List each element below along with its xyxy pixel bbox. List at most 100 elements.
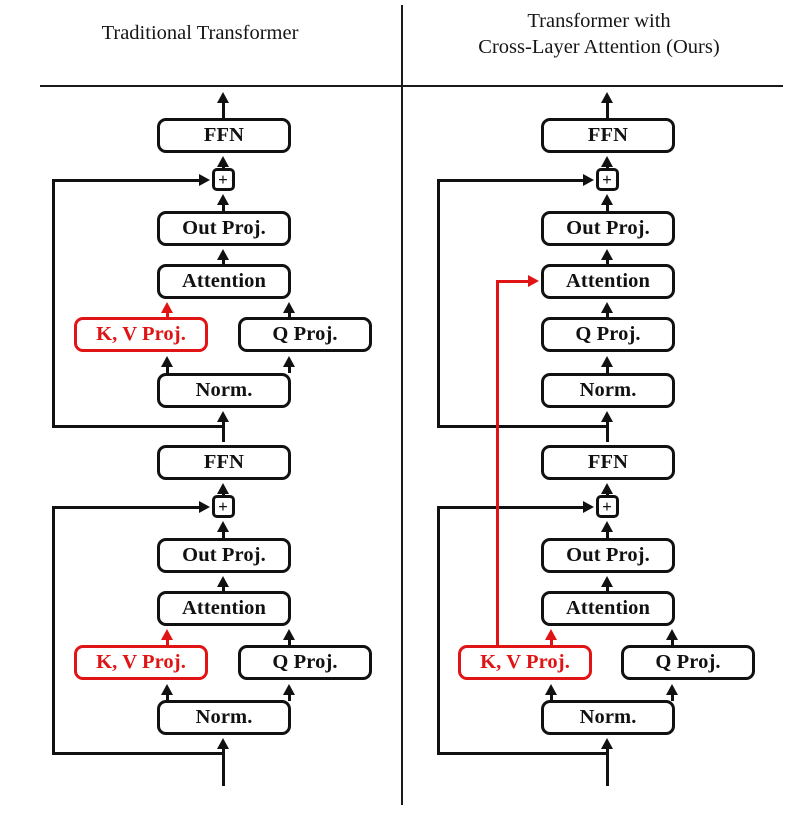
right-upper-out-proj-label: Out Proj. <box>566 217 650 239</box>
right-upper-q-proj-label: Q Proj. <box>575 323 641 345</box>
right-lower-attention-node: Attention <box>541 591 675 626</box>
left-upper-output-arrowhead <box>216 92 229 103</box>
left-lower-outproj-to-add-arrowhead <box>216 521 229 532</box>
left-upper-outproj-to-add-line <box>221 203 225 211</box>
right-lower-kv-to-attn-arrowhead <box>544 629 557 640</box>
left-lower-attention-label: Attention <box>181 597 267 619</box>
left-upper-add-to-ffn-arrowhead <box>216 156 229 167</box>
right-upper-out-proj-node: Out Proj. <box>541 211 675 246</box>
left-lower-norm-label: Norm. <box>195 706 253 728</box>
left-lower-qproj-to-attn-arrowhead <box>282 629 295 640</box>
left-header-rule <box>40 85 402 87</box>
left-upper-norm-label: Norm. <box>195 379 253 401</box>
right-lower-kv-proj-label: K, V Proj. <box>480 651 570 673</box>
left-upper-kv-proj-label: K, V Proj. <box>96 323 186 345</box>
right-lower-out-proj-node: Out Proj. <box>541 538 675 573</box>
cross-layer-edge-horizontal-segment <box>496 280 530 283</box>
right-lower-norm-to-qproj-line <box>670 693 674 701</box>
right-upper-qproj-to-attn-line <box>605 311 609 318</box>
right-lower-outproj-to-add-line <box>605 530 609 538</box>
right-lower-attn-to-outproj-arrowhead <box>600 576 613 587</box>
left-upper-norm-to-qproj-line <box>287 365 291 373</box>
right-lower-norm-to-qproj-arrowhead <box>665 684 678 695</box>
left-upper-residual-vertical-segment <box>52 179 55 428</box>
left-upper-kv-to-attn-line <box>165 311 169 318</box>
right-upper-residual-bottom-segment <box>437 425 608 428</box>
left-upper-attention-node: Attention <box>157 264 291 299</box>
left-lower-norm-to-kv-line <box>165 693 169 701</box>
right-upper-input-to-norm-line <box>605 420 609 442</box>
right-panel-title-line-2: Cross-Layer Attention (Ours) <box>478 36 720 58</box>
left-lower-residual-arrowhead <box>199 501 210 513</box>
left-lower-out-proj-label: Out Proj. <box>182 544 266 566</box>
right-upper-residual-add-node: + <box>595 168 619 191</box>
right-lower-residual-top-segment <box>437 506 585 509</box>
right-lower-q-proj-node: Q Proj. <box>621 645 755 680</box>
left-lower-norm-to-qproj-line <box>287 693 291 701</box>
left-upper-ffn-node: FFN <box>157 118 291 153</box>
left-upper-add-label: + <box>218 170 228 189</box>
right-upper-qproj-to-attn-arrowhead <box>600 302 613 313</box>
left-upper-residual-arrowhead <box>199 174 210 186</box>
left-panel-title: Traditional Transformer <box>20 20 380 46</box>
right-lower-attention-label: Attention <box>565 597 651 619</box>
right-upper-input-to-norm-arrowhead <box>600 411 613 422</box>
left-lower-norm-to-kv-arrowhead <box>160 684 173 695</box>
right-lower-residual-add-node: + <box>595 495 619 518</box>
left-upper-kv-to-attn-arrowhead <box>160 302 173 313</box>
left-lower-attention-node: Attention <box>157 591 291 626</box>
left-lower-q-proj-node: Q Proj. <box>238 645 372 680</box>
right-upper-output-line <box>605 101 609 119</box>
right-upper-residual-arrowhead <box>583 174 594 186</box>
right-lower-norm-label: Norm. <box>579 706 637 728</box>
left-lower-residual-add-node: + <box>211 495 235 518</box>
left-upper-qproj-to-attn-line <box>287 311 291 318</box>
left-panel-input-line <box>221 747 225 786</box>
left-lower-add-to-ffn-arrowhead <box>216 483 229 494</box>
right-upper-residual-top-segment <box>437 179 585 182</box>
right-panel-title: Transformer with Cross-Layer Attention (… <box>415 8 783 60</box>
right-upper-norm-to-qproj-line <box>605 365 609 373</box>
right-lower-add-label: + <box>602 497 612 516</box>
left-lower-attn-to-outproj-arrowhead <box>216 576 229 587</box>
left-lower-norm-to-qproj-arrowhead <box>282 684 295 695</box>
left-upper-ffn-label: FFN <box>203 124 245 146</box>
right-lower-norm-node: Norm. <box>541 700 675 735</box>
right-upper-norm-to-qproj-arrowhead <box>600 356 613 367</box>
left-lower-attn-to-outproj-line <box>221 585 225 592</box>
left-lower-kv-proj-node: K, V Proj. <box>74 645 208 680</box>
right-upper-ffn-node: FFN <box>541 118 675 153</box>
left-upper-attn-to-outproj-arrowhead <box>216 249 229 260</box>
cross-layer-edge-vertical-segment <box>496 280 499 646</box>
left-lower-ffn-label: FFN <box>203 451 245 473</box>
left-lower-ffn-node: FFN <box>157 445 291 480</box>
right-lower-kv-proj-node: K, V Proj. <box>458 645 592 680</box>
right-panel-input-line <box>605 747 609 786</box>
right-upper-outproj-to-add-line <box>605 203 609 211</box>
left-panel-title-line-1: Traditional Transformer <box>101 22 299 44</box>
left-lower-residual-bottom-segment <box>52 752 224 755</box>
left-lower-qproj-to-attn-line <box>287 638 291 646</box>
right-lower-ffn-node: FFN <box>541 445 675 480</box>
right-upper-output-arrowhead <box>600 92 613 103</box>
left-lower-q-proj-label: Q Proj. <box>272 651 338 673</box>
right-lower-kv-to-attn-line <box>549 638 553 646</box>
left-upper-out-proj-label: Out Proj. <box>182 217 266 239</box>
left-lower-add-label: + <box>218 497 228 516</box>
right-lower-norm-to-kv-arrowhead <box>544 684 557 695</box>
right-lower-out-proj-label: Out Proj. <box>566 544 650 566</box>
right-lower-residual-vertical-segment <box>437 506 440 755</box>
left-lower-kv-proj-label: K, V Proj. <box>96 651 186 673</box>
right-lower-norm-to-kv-line <box>549 693 553 701</box>
left-upper-kv-proj-node: K, V Proj. <box>74 317 208 352</box>
left-upper-attn-to-outproj-line <box>221 258 225 265</box>
left-upper-residual-bottom-segment <box>52 425 224 428</box>
right-upper-add-to-ffn-arrowhead <box>600 156 613 167</box>
left-lower-residual-top-segment <box>52 506 201 509</box>
right-upper-attn-to-outproj-line <box>605 258 609 265</box>
right-upper-residual-vertical-segment <box>437 179 440 428</box>
right-upper-norm-label: Norm. <box>579 379 637 401</box>
left-upper-norm-to-qproj-arrowhead <box>282 356 295 367</box>
left-lower-norm-node: Norm. <box>157 700 291 735</box>
